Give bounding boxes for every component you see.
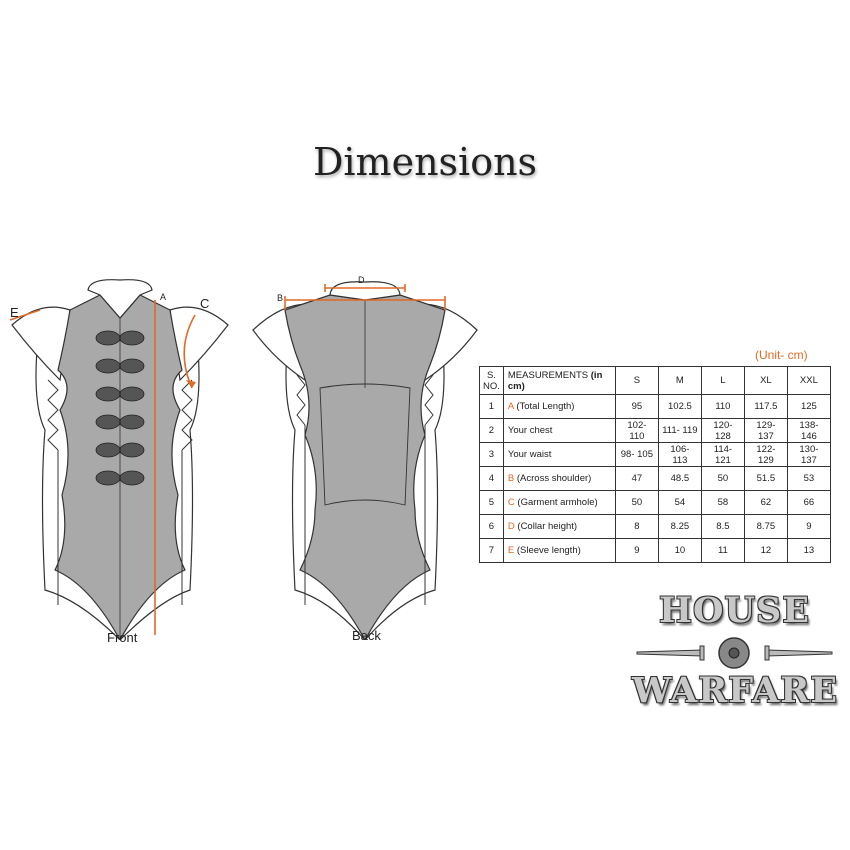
header-size-m: M <box>657 366 702 395</box>
row-number: 7 <box>479 538 504 563</box>
measurement-letter: A <box>507 401 514 412</box>
unit-note: (Unit- cm) <box>755 348 808 362</box>
size-value: 122- 129 <box>743 442 788 467</box>
measurement-letter: D <box>507 521 515 532</box>
size-value: 102- 110 <box>614 418 659 443</box>
size-value: 8.5 <box>700 514 745 539</box>
sword-shield-icon <box>636 637 833 669</box>
size-table: S. NO. MEASUREMENTS (in cm) S M L XL XXL… <box>479 366 831 563</box>
size-value: 66 <box>786 490 831 515</box>
size-value: 62 <box>743 490 788 515</box>
measurement-name: E (Sleeve length) <box>502 538 616 563</box>
size-value: 50 <box>614 490 659 515</box>
measurement-letter: E <box>507 545 515 556</box>
measurement-name: C (Garment armhole) <box>502 490 616 515</box>
measurement-label: (Total Length) <box>513 401 575 412</box>
size-value: 120- 128 <box>700 418 745 443</box>
row-number: 3 <box>479 442 504 467</box>
size-value: 12 <box>743 538 788 563</box>
page-title: Dimensions <box>312 140 538 184</box>
header-size-l: L <box>700 366 745 395</box>
size-value: 50 <box>700 466 745 491</box>
size-value: 51.5 <box>743 466 788 491</box>
size-value: 8 <box>614 514 659 539</box>
front-label: Front <box>107 630 138 645</box>
size-value: 8.25 <box>657 514 702 539</box>
size-value: 53 <box>786 466 831 491</box>
header-sno: S. NO. <box>479 366 504 395</box>
size-value: 106- 113 <box>657 442 702 467</box>
size-value: 9 <box>786 514 831 539</box>
size-value: 111- 119 <box>657 418 702 443</box>
row-number: 4 <box>479 466 504 491</box>
measurement-name: A (Total Length) <box>502 394 616 419</box>
measurement-name: D (Collar height) <box>502 514 616 539</box>
logo-line-house: HOUSE <box>658 590 811 631</box>
size-value: 48.5 <box>657 466 702 491</box>
marker-c: C <box>200 296 210 311</box>
size-value: 117.5 <box>743 394 788 419</box>
header-size-s: S <box>614 366 659 395</box>
measurement-name: Your chest <box>502 418 616 443</box>
measurement-label: Your chest <box>507 425 553 436</box>
measurement-name: Your waist <box>502 442 616 467</box>
measurement-name: B (Across shoulder) <box>502 466 616 491</box>
table-header-row: S. NO. MEASUREMENTS (in cm) S M L XL XXL <box>479 366 831 395</box>
measurement-label: (Garment armhole) <box>514 497 598 508</box>
size-value: 102.5 <box>657 394 702 419</box>
marker-d: D <box>358 275 365 285</box>
row-number: 6 <box>479 514 504 539</box>
logo-line-warfare: WARFARE <box>632 670 839 711</box>
measurement-label: (Across shoulder) <box>514 473 592 484</box>
size-value: 95 <box>614 394 659 419</box>
measurement-label: (Collar height) <box>514 521 578 532</box>
house-of-warfare-logo: HOUSE OF WARFARE <box>632 590 837 720</box>
size-value: 110 <box>700 394 745 419</box>
row-number: 1 <box>479 394 504 419</box>
size-value: 54 <box>657 490 702 515</box>
measurement-letter: B <box>507 473 515 484</box>
size-value: 8.75 <box>743 514 788 539</box>
measurement-letter: C <box>507 497 515 508</box>
marker-b: B <box>277 293 284 303</box>
row-number: 5 <box>479 490 504 515</box>
size-value: 98- 105 <box>614 442 659 467</box>
size-value: 129- 137 <box>743 418 788 443</box>
back-garment-diagram <box>245 270 485 640</box>
header-size-xl: XL <box>743 366 788 395</box>
marker-e: E <box>10 305 19 320</box>
size-value: 11 <box>700 538 745 563</box>
measurement-label: (Sleeve length) <box>514 545 581 556</box>
row-number: 2 <box>479 418 504 443</box>
back-label: Back <box>352 628 381 643</box>
size-value: 114- 121 <box>700 442 745 467</box>
size-value: 13 <box>786 538 831 563</box>
front-garment-diagram <box>0 270 240 640</box>
size-value: 130- 137 <box>786 442 831 467</box>
header-size-xxl: XXL <box>786 366 831 395</box>
size-value: 138- 146 <box>786 418 831 443</box>
header-measurements: MEASUREMENTS (in cm) <box>502 366 616 395</box>
size-value: 125 <box>786 394 831 419</box>
measurement-label: Your waist <box>507 449 552 460</box>
marker-a: A <box>160 292 167 302</box>
size-value: 10 <box>657 538 702 563</box>
size-value: 47 <box>614 466 659 491</box>
size-value: 58 <box>700 490 745 515</box>
size-value: 9 <box>614 538 659 563</box>
